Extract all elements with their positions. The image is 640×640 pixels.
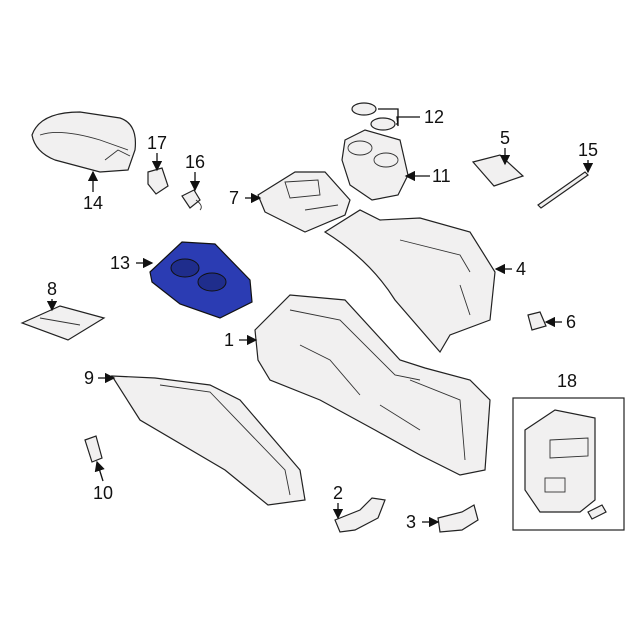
- part-6-clip[interactable]: [527, 311, 547, 331]
- callout-16: 16: [185, 152, 206, 172]
- callout-10: 10: [93, 483, 114, 503]
- part-12-rings[interactable]: [351, 102, 396, 131]
- part-15-strip[interactable]: [537, 171, 589, 209]
- part-16-bracket[interactable]: [181, 189, 202, 211]
- callout-12: 12: [424, 107, 445, 127]
- callout-9: 9: [84, 368, 95, 388]
- callout-6: 6: [566, 312, 577, 332]
- part-5-pad[interactable]: [471, 154, 525, 187]
- leader-lines: [46, 108, 594, 528]
- callout-3: 3: [406, 512, 417, 532]
- part-2-bracket[interactable]: [334, 497, 386, 533]
- part-14-armrest-lid[interactable]: [31, 111, 137, 173]
- callout-13: 13: [110, 253, 131, 273]
- part-1-console-frame[interactable]: [254, 294, 491, 476]
- part-4-side-panel[interactable]: [323, 209, 496, 354]
- callout-18: 18: [557, 371, 578, 391]
- part-18-inset-box[interactable]: [512, 397, 625, 531]
- callout-11: 11: [432, 166, 451, 186]
- part-11-cup-holder[interactable]: [341, 129, 409, 201]
- callout-5: 5: [500, 128, 511, 148]
- callout-15: 15: [578, 140, 599, 160]
- part-13-console-insert-highlighted[interactable]: [149, 241, 253, 319]
- callout-1: 1: [224, 330, 235, 350]
- part-7-bezel[interactable]: [257, 171, 351, 233]
- part-10-clip[interactable]: [84, 435, 103, 463]
- callout-8: 8: [47, 279, 58, 299]
- callout-14: 14: [83, 193, 104, 213]
- part-9-side-trim[interactable]: [110, 375, 306, 506]
- callout-7: 7: [229, 188, 240, 208]
- callout-4: 4: [516, 259, 527, 279]
- part-17-clip[interactable]: [147, 167, 169, 195]
- part-8-mat[interactable]: [20, 305, 106, 341]
- callout-17: 17: [147, 133, 168, 153]
- part-3-bracket[interactable]: [437, 504, 479, 533]
- callout-2: 2: [333, 483, 344, 503]
